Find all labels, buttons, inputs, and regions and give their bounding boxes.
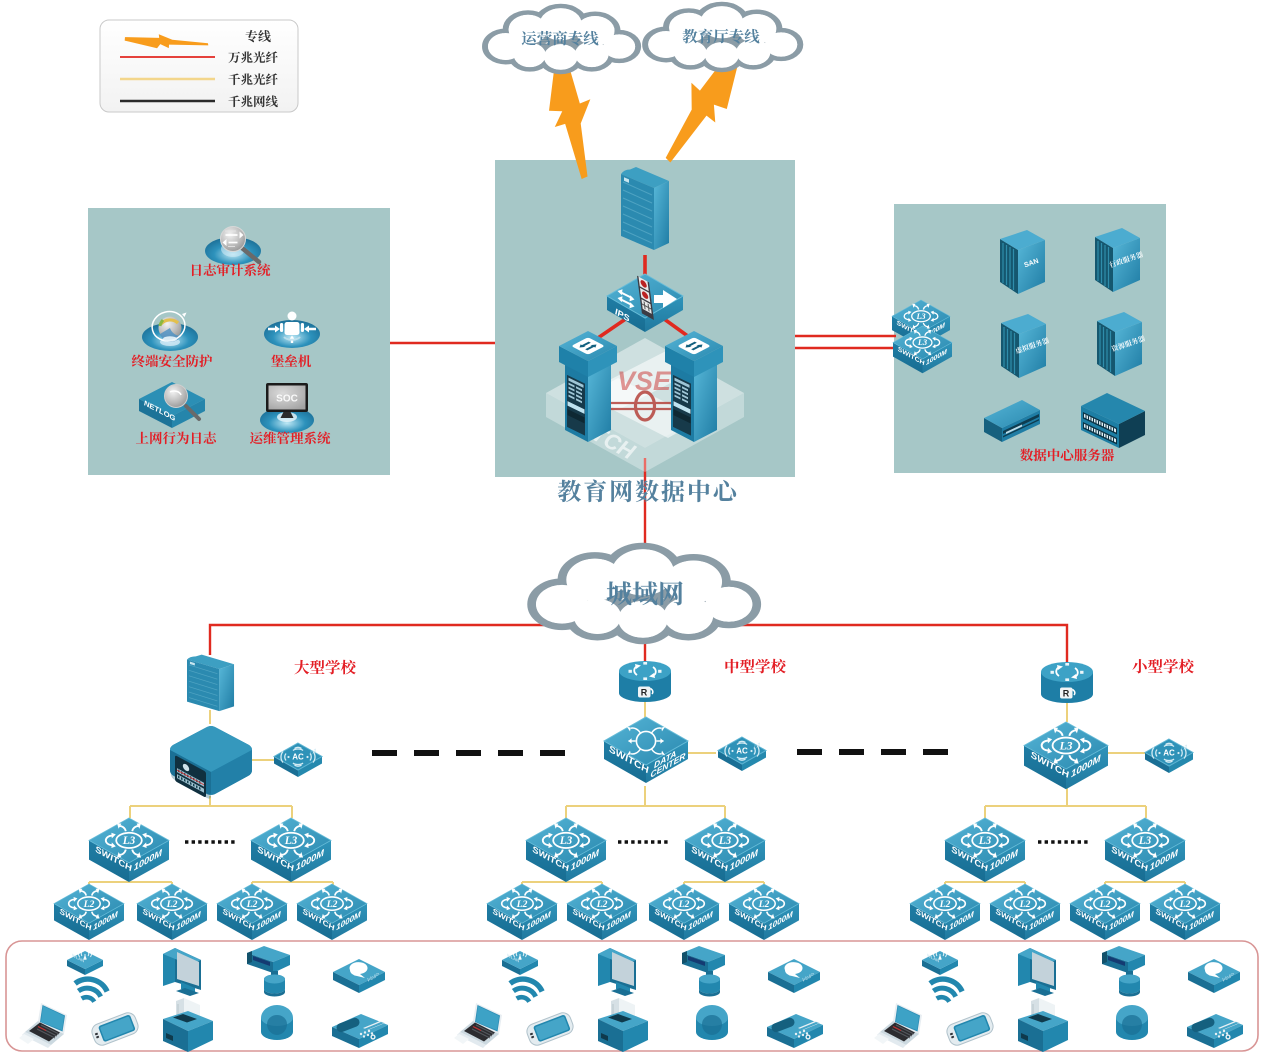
svg-text:WLAN: WLAN [927, 953, 939, 964]
svg-text:VoIP: VoIP [802, 973, 814, 984]
svg-text:VoIP: VoIP [367, 973, 379, 984]
svg-text:WLAN: WLAN [507, 953, 519, 964]
svg-text:SOC: SOC [276, 394, 298, 405]
svg-text:VoIP: VoIP [1222, 973, 1234, 984]
svg-text:SAN: SAN [1023, 258, 1039, 269]
svg-text:WLAN: WLAN [72, 953, 84, 964]
